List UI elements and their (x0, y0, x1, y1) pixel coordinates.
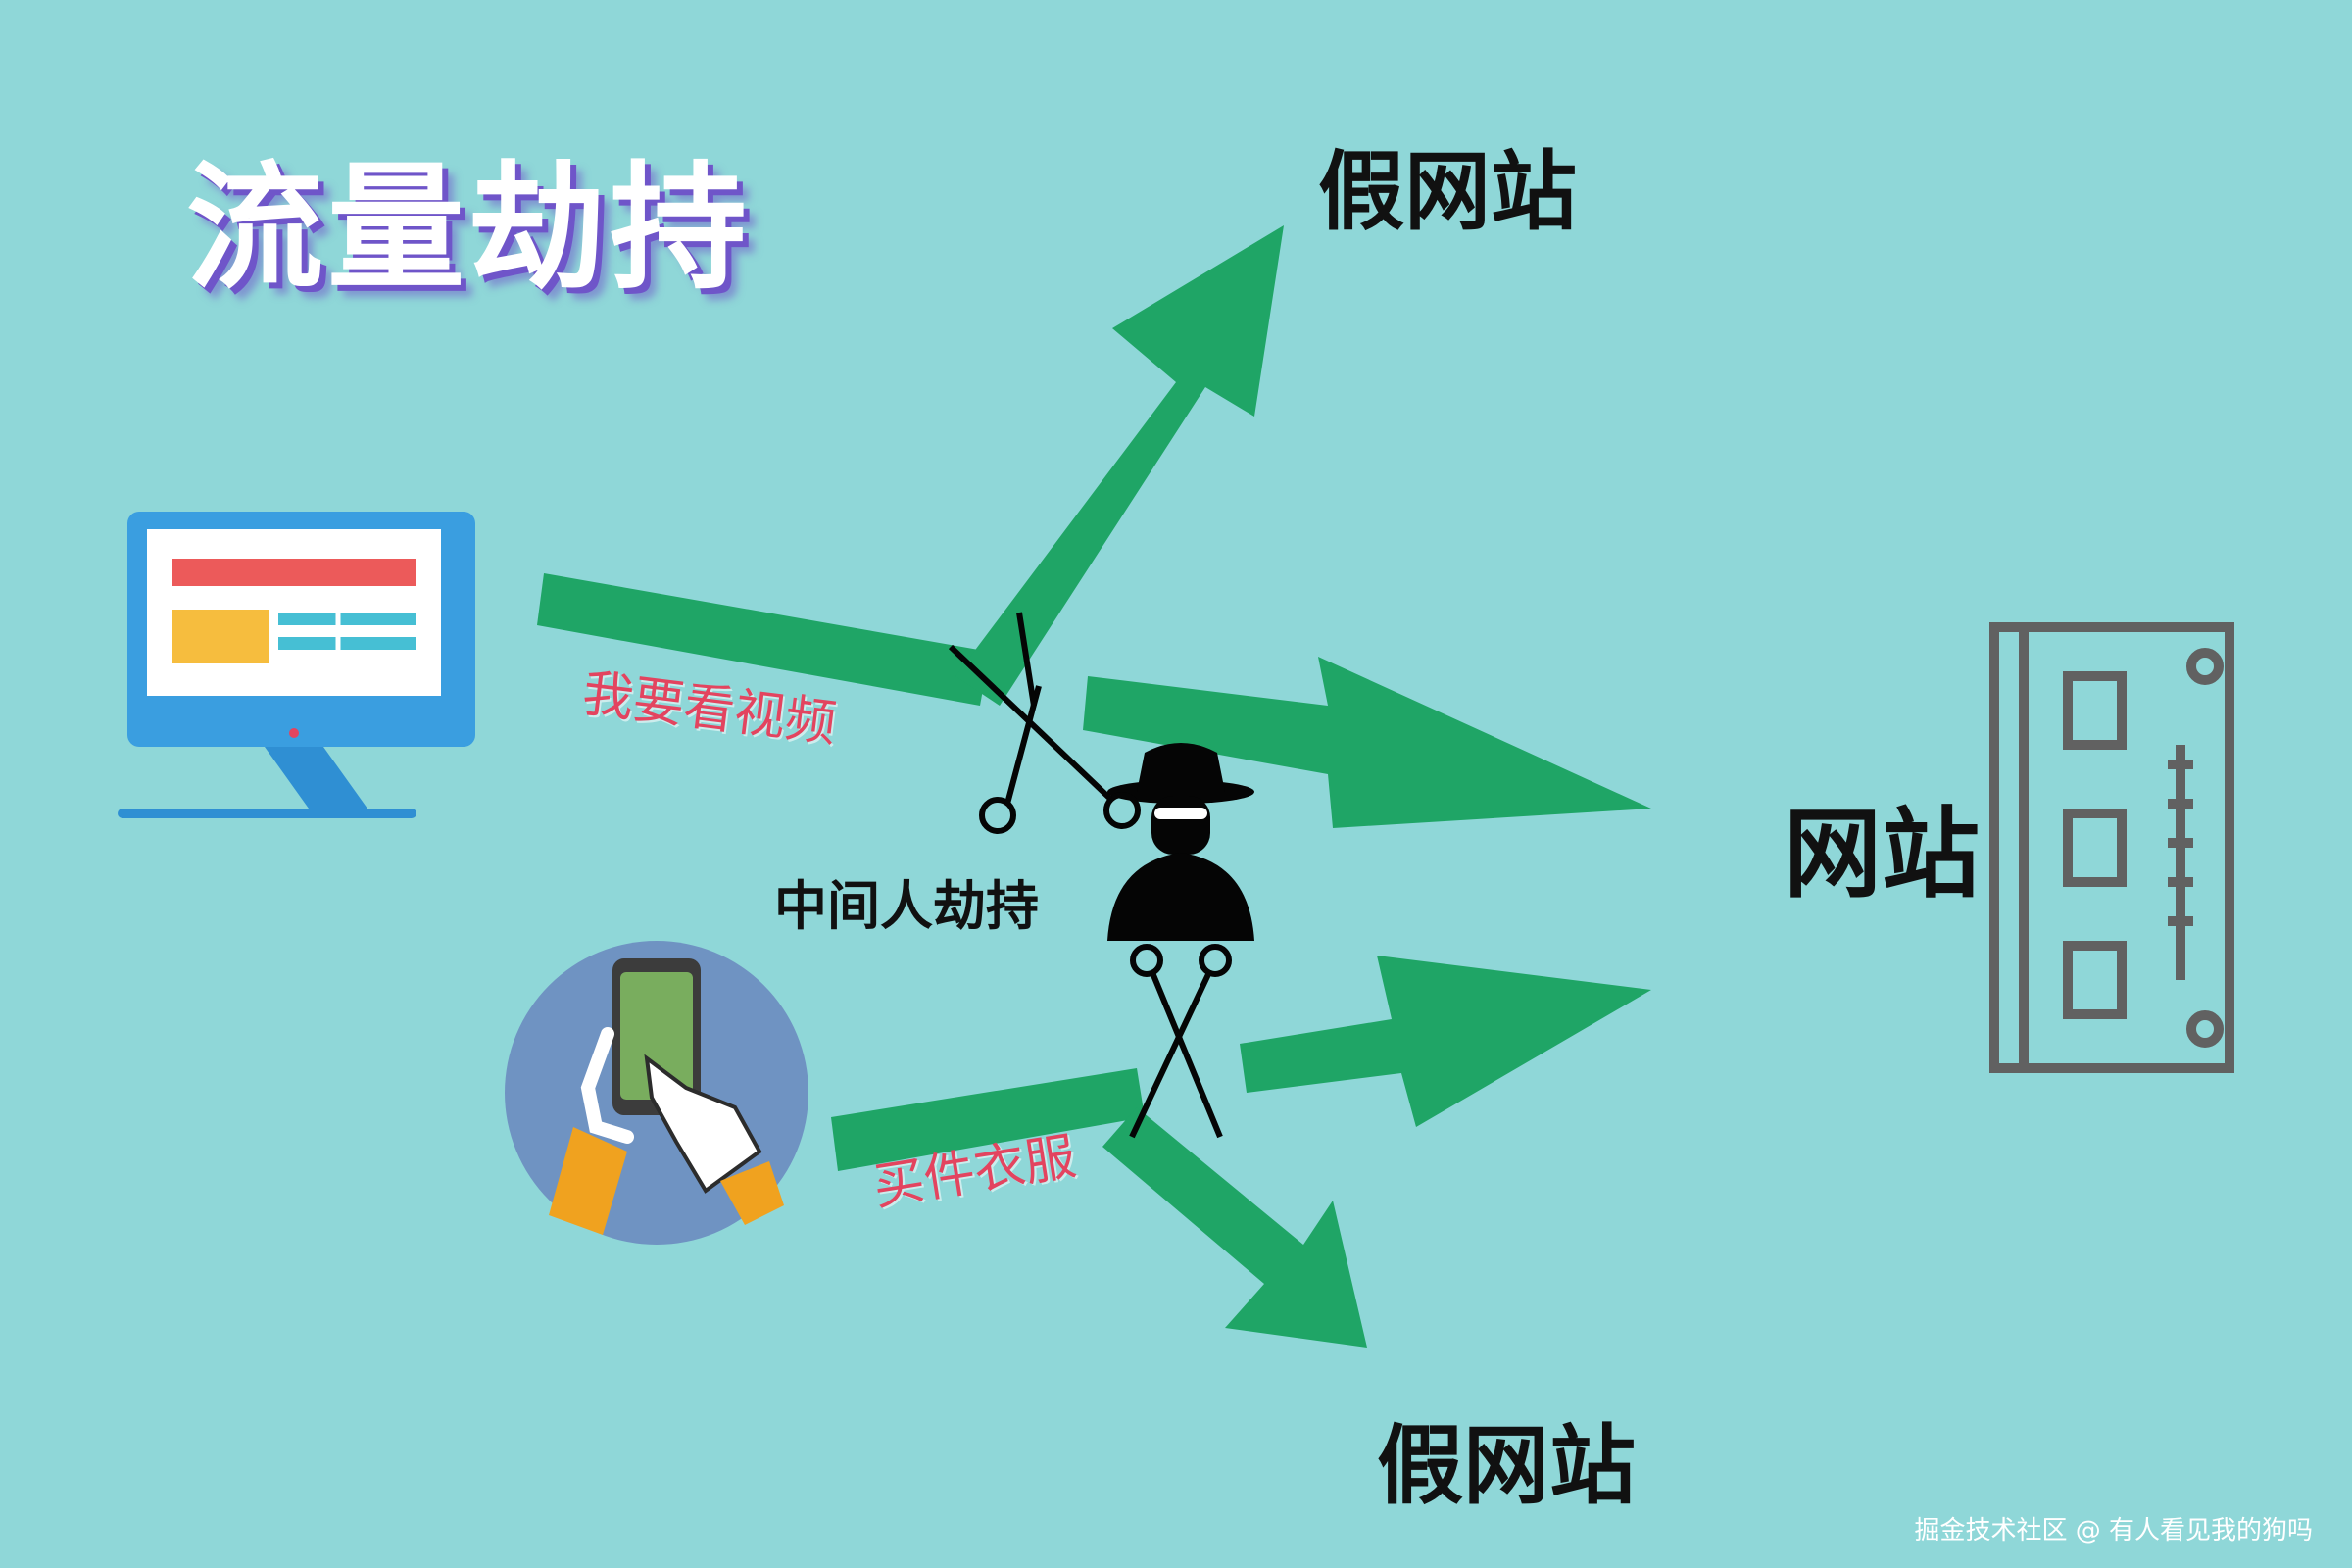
arrow-to-fake-top (956, 225, 1284, 706)
fake-site-label-top: 假网站 (1318, 140, 1578, 242)
fake-site-label-bottom: 假网站 (1377, 1414, 1637, 1516)
desktop-monitor-icon (118, 512, 475, 818)
diagram-title: 流量劫持 (186, 149, 752, 309)
mitm-label: 中间人劫持 (774, 875, 1039, 937)
arrows (537, 225, 1651, 1348)
scissors-icon-top (948, 612, 1141, 834)
arrow-to-site-bottom (1240, 956, 1651, 1127)
arrow-to-site-top (1083, 657, 1651, 828)
hacker-icon (1107, 743, 1254, 941)
smartphone-hand-icon (505, 941, 808, 1245)
real-site-label: 网站 (1784, 796, 1980, 911)
server-memory-icon (1989, 622, 2234, 1073)
scissors-icon-bottom (1129, 944, 1232, 1139)
arrow-desktop-request (537, 573, 990, 706)
arrow-phone-request (831, 1068, 1145, 1171)
arrow-to-fake-bottom (1102, 1107, 1367, 1348)
watermark: 掘金技术社区 @ 有人看见我的狗吗 (1914, 1516, 2313, 1545)
